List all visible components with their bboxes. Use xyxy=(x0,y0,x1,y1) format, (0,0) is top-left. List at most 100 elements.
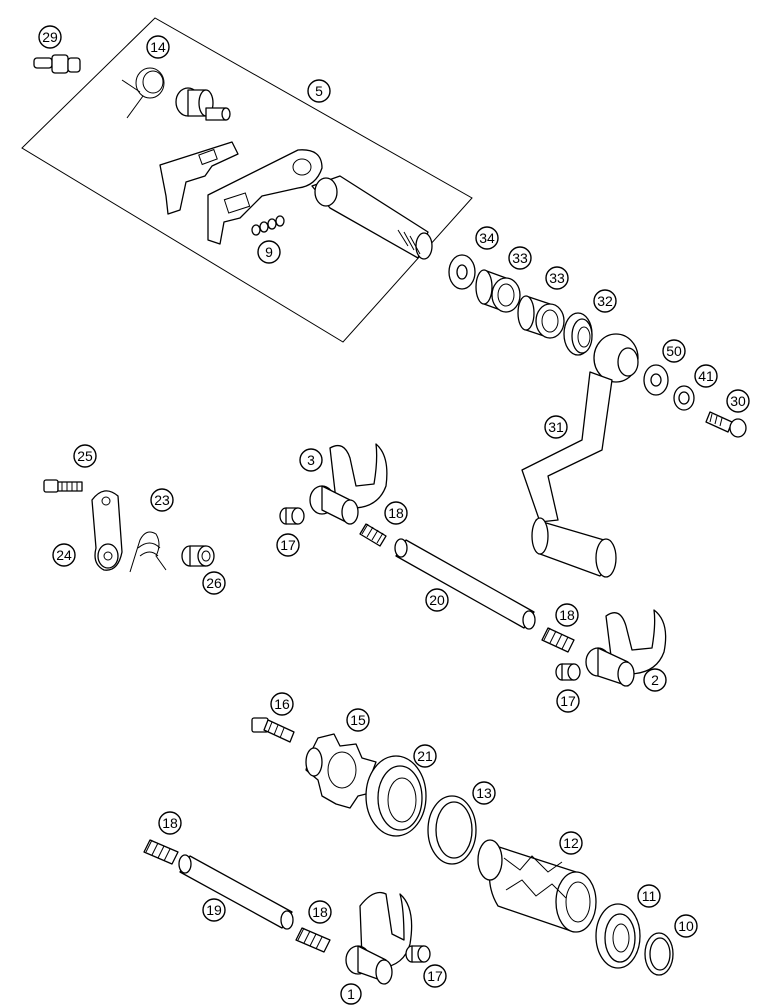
callout-12: 12 xyxy=(559,831,583,855)
assembly-box-outline xyxy=(21,17,473,343)
callout-18b: 18 xyxy=(555,603,579,627)
shift-fork-2 xyxy=(585,609,667,687)
spring-18d xyxy=(295,927,331,953)
callout-33a: 33 xyxy=(508,246,532,270)
shift-drum-12 xyxy=(477,839,597,933)
washer-50 xyxy=(643,364,669,396)
callout-29: 29 xyxy=(38,25,62,49)
callout-50-label: 50 xyxy=(666,343,682,359)
callout-18d: 18 xyxy=(308,900,332,924)
callout-17a: 17 xyxy=(276,533,300,557)
callout-13: 13 xyxy=(472,781,496,805)
seal-32 xyxy=(563,312,593,356)
callout-2: 2 xyxy=(643,668,667,692)
callout-17a-label: 17 xyxy=(280,537,296,553)
callout-5-label: 5 xyxy=(315,83,323,99)
callout-21-label: 21 xyxy=(417,748,433,764)
washer-34 xyxy=(448,254,476,290)
callout-31-label: 31 xyxy=(548,419,564,435)
callout-1-label: 1 xyxy=(347,986,355,1002)
callout-18a: 18 xyxy=(384,501,408,525)
callout-10-label: 10 xyxy=(678,918,694,934)
callout-33b: 33 xyxy=(545,266,569,290)
callout-14-label: 14 xyxy=(150,39,166,55)
callout-3-label: 3 xyxy=(307,452,315,468)
spring-18b xyxy=(541,627,575,653)
callout-26: 26 xyxy=(202,571,226,595)
bolt-16 xyxy=(251,717,295,743)
shift-rail-20 xyxy=(394,538,536,630)
callout-19: 19 xyxy=(202,898,226,922)
callout-30-label: 30 xyxy=(730,393,746,409)
callout-16: 16 xyxy=(270,692,294,716)
callout-14: 14 xyxy=(146,35,170,59)
callout-18b-label: 18 xyxy=(559,607,575,623)
bushing-33a xyxy=(475,269,521,313)
callout-2-label: 2 xyxy=(651,672,659,688)
callout-17c: 17 xyxy=(423,964,447,988)
shift-rail-19 xyxy=(178,854,294,930)
callout-1: 1 xyxy=(340,983,362,1005)
rollers-9 xyxy=(251,215,285,236)
callout-34: 34 xyxy=(475,226,499,250)
callout-21: 21 xyxy=(413,744,437,768)
callout-20: 20 xyxy=(425,588,449,612)
bushing-33b xyxy=(517,295,565,339)
spring-23 xyxy=(129,531,167,573)
callout-33a-label: 33 xyxy=(512,250,528,266)
lock-washer-41 xyxy=(673,385,695,411)
ring-13 xyxy=(427,795,477,865)
callout-19-label: 19 xyxy=(206,902,222,918)
ring-10 xyxy=(644,932,674,976)
callout-29-label: 29 xyxy=(42,29,58,45)
callout-41-label: 41 xyxy=(698,368,714,384)
callout-30: 30 xyxy=(726,389,750,413)
shift-fork-1 xyxy=(345,891,413,985)
callout-24: 24 xyxy=(52,543,76,567)
callout-31: 31 xyxy=(544,415,568,439)
bearing-21 xyxy=(365,755,427,837)
shift-star-15 xyxy=(305,733,377,809)
callout-24-label: 24 xyxy=(56,547,72,563)
callout-34-label: 34 xyxy=(479,230,495,246)
shift-plate-left xyxy=(159,141,239,215)
callout-17c-label: 17 xyxy=(427,968,443,984)
callout-11-label: 11 xyxy=(642,888,657,904)
callout-18c: 18 xyxy=(158,811,182,835)
callout-17b: 17 xyxy=(556,689,580,713)
torsion-spring-14 xyxy=(121,67,165,119)
stepped-pin xyxy=(175,87,231,121)
callout-3: 3 xyxy=(299,448,323,472)
callout-15-label: 15 xyxy=(350,712,366,728)
spring-18a xyxy=(359,523,387,547)
shift-lever-31 xyxy=(521,333,639,578)
spring-18c xyxy=(143,839,179,865)
callout-17b-label: 17 xyxy=(560,693,576,709)
callout-25: 25 xyxy=(73,444,97,468)
callout-23-label: 23 xyxy=(154,492,170,508)
shift-fork-3 xyxy=(309,443,388,525)
callout-15: 15 xyxy=(346,708,370,732)
callout-10: 10 xyxy=(674,914,698,938)
callout-18a-label: 18 xyxy=(388,505,404,521)
callout-12-label: 12 xyxy=(563,835,579,851)
callout-26-label: 26 xyxy=(206,575,222,591)
callout-9: 9 xyxy=(257,240,281,264)
callout-11: 11 xyxy=(637,884,661,908)
guide-pin-17a xyxy=(279,507,305,525)
shift-plate-right xyxy=(207,149,323,245)
callout-32: 32 xyxy=(593,289,617,313)
sleeve-26 xyxy=(181,545,215,567)
callout-13-label: 13 xyxy=(476,785,492,801)
bolt-25 xyxy=(43,479,83,493)
callout-18d-label: 18 xyxy=(312,904,328,920)
detent-lever-24 xyxy=(91,490,123,571)
callout-20-label: 20 xyxy=(429,592,445,608)
callout-23: 23 xyxy=(150,488,174,512)
callout-50: 50 xyxy=(662,339,686,363)
guide-pin-17c xyxy=(405,945,431,963)
bearing-11 xyxy=(595,903,641,969)
callout-9-label: 9 xyxy=(265,244,273,260)
callout-18c-label: 18 xyxy=(162,815,178,831)
